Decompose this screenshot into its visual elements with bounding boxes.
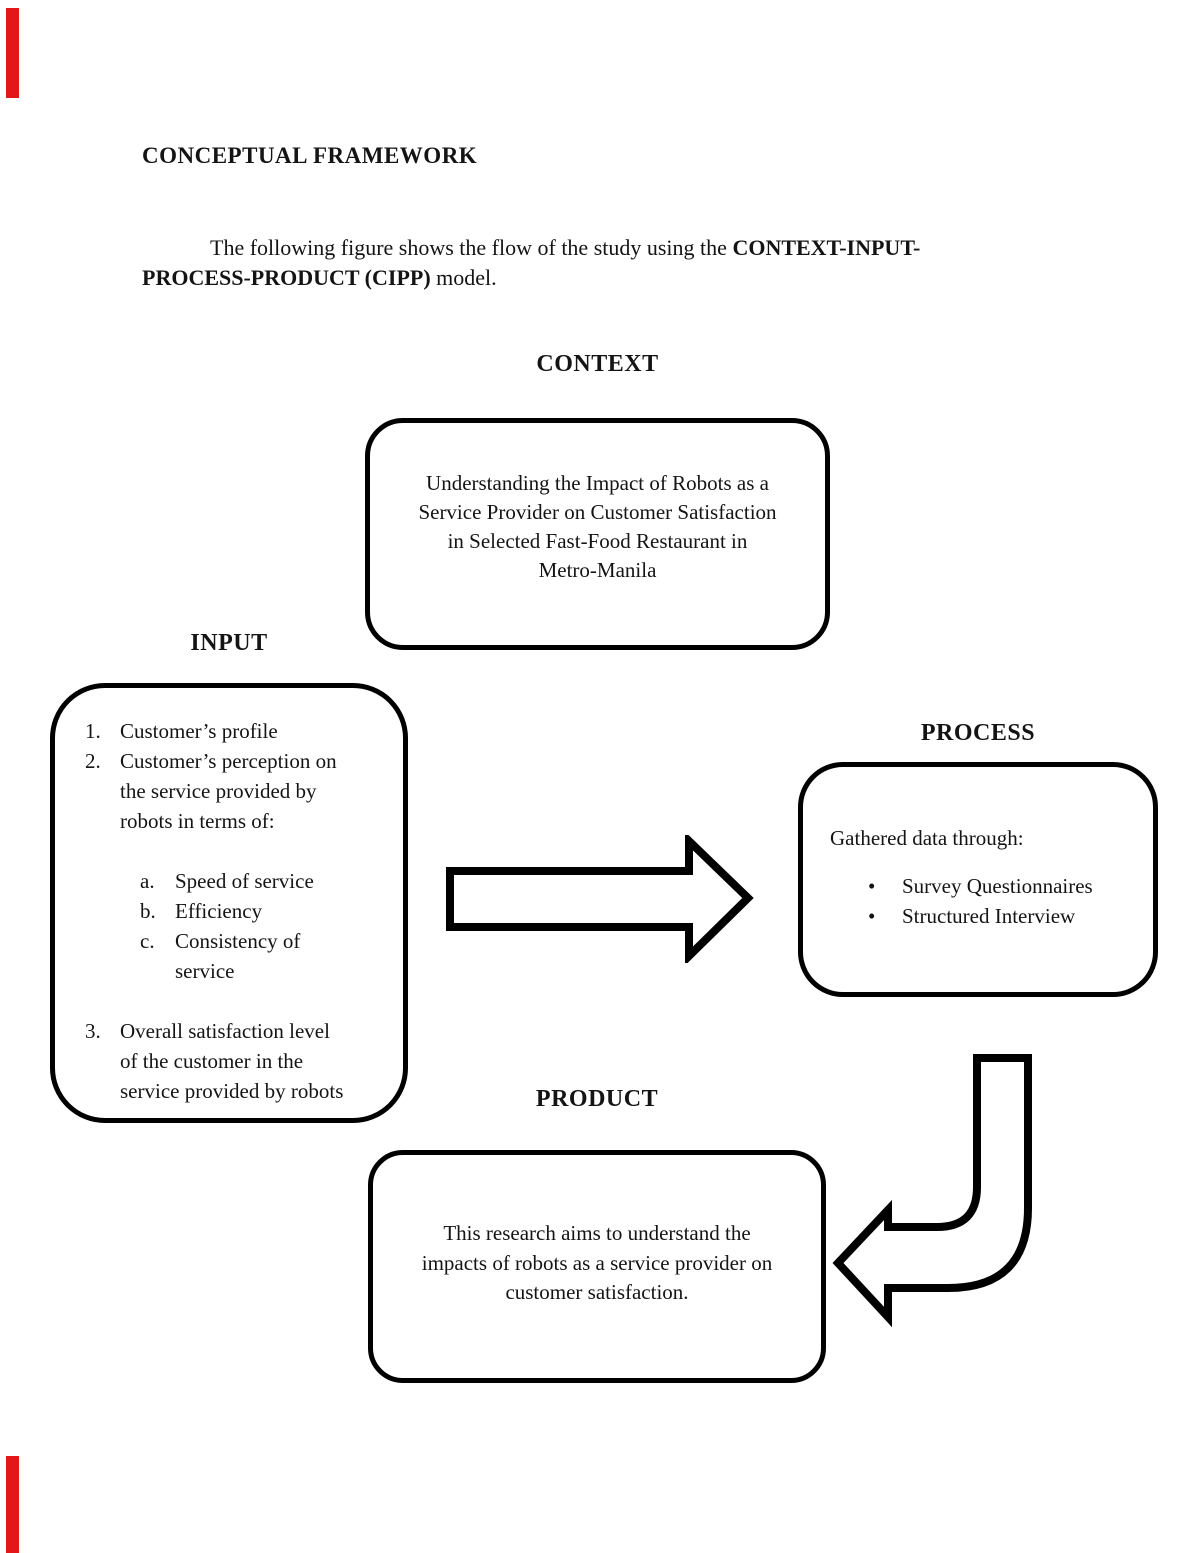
input-sublist-item: b. Efficiency xyxy=(55,896,403,926)
page-title: CONCEPTUAL FRAMEWORK xyxy=(142,143,478,168)
intro-line2-text: model. xyxy=(430,265,497,290)
list-text: service xyxy=(175,959,235,983)
input-list-item: of the customer in the xyxy=(55,1046,403,1076)
product-box-line: customer satisfaction. xyxy=(505,1280,689,1304)
context-box-line: Service Provider on Customer Satisfactio… xyxy=(418,500,777,524)
product-heading: PRODUCT xyxy=(535,1086,659,1112)
context-box-line: Metro-Manila xyxy=(538,558,657,582)
input-sublist-item: service xyxy=(55,956,403,986)
list-text: Efficiency xyxy=(175,899,263,923)
list-text: Customer’s perception on xyxy=(120,749,337,773)
context-box-line: Understanding the Impact of Robots as a xyxy=(426,471,769,495)
intro-line2-bold: PROCESS-PRODUCT (CIPP) xyxy=(142,265,431,290)
input-list-item: the service provided by xyxy=(55,776,403,806)
input-heading: INPUT xyxy=(190,630,268,656)
bullet-text: Structured Interview xyxy=(902,904,1076,928)
flow-arrow-bent-icon xyxy=(832,1054,1032,1328)
list-text: Customer’s profile xyxy=(120,719,278,743)
list-marker: 2. xyxy=(85,749,101,773)
intro-line-1: The following figure shows the flow of t… xyxy=(142,233,1102,263)
input-sublist-item: c. Consistency of xyxy=(55,926,403,956)
list-text: Consistency of xyxy=(175,929,301,953)
process-bullet-list: • Survey Questionnaires • Structured Inter… xyxy=(803,871,1153,931)
product-box-line: This research aims to understand the xyxy=(443,1221,751,1245)
intro-line1-text: The following figure shows the flow of t… xyxy=(210,235,733,260)
left-margin-red-bar-bottom xyxy=(6,1456,19,1553)
context-box-line: in Selected Fast-Food Restaurant in xyxy=(447,529,748,553)
left-margin-red-bar-top xyxy=(6,8,19,98)
intro-line1-bold: CONTEXT-INPUT- xyxy=(732,235,921,260)
input-box: 1. Customer’s profile 2. Customer’s percep… xyxy=(50,683,408,1123)
list-text: robots in terms of: xyxy=(120,809,275,833)
list-text: of the customer in the xyxy=(120,1049,304,1073)
bullet-icon: • xyxy=(868,904,876,928)
input-list-item: 3. Overall satisfaction level xyxy=(55,1016,403,1046)
product-box: This research aims to understand the imp… xyxy=(368,1150,826,1383)
process-heading: PROCESS xyxy=(920,720,1036,746)
list-text: the service provided by xyxy=(120,779,317,803)
process-bullet-item: • Structured Interview xyxy=(803,901,1153,931)
input-list-item: 1. Customer’s profile xyxy=(55,716,403,746)
context-heading: CONTEXT xyxy=(536,351,659,377)
process-box: Gathered data through: • Survey Questionn… xyxy=(798,762,1158,997)
input-sublist-item: a. Speed of service xyxy=(55,866,403,896)
process-bullet-item: • Survey Questionnaires xyxy=(803,871,1153,901)
intro-paragraph: The following figure shows the flow of t… xyxy=(142,233,1102,293)
list-text: service provided by robots xyxy=(120,1079,344,1103)
process-box-intro: Gathered data through: xyxy=(830,826,1024,850)
input-list-item: service provided by robots xyxy=(55,1076,403,1106)
bullet-text: Survey Questionnaires xyxy=(902,874,1093,898)
context-box: Understanding the Impact of Robots as a … xyxy=(365,418,830,650)
list-marker: b. xyxy=(140,899,156,923)
list-marker: 1. xyxy=(85,719,101,743)
flow-arrow-right-icon xyxy=(446,835,754,963)
list-marker: 3. xyxy=(85,1019,101,1043)
list-marker: a. xyxy=(140,869,155,893)
list-text: Overall satisfaction level xyxy=(120,1019,330,1043)
list-marker: c. xyxy=(140,929,155,953)
list-text: Speed of service xyxy=(175,869,314,893)
input-list-item: 2. Customer’s perception on xyxy=(55,746,403,776)
bullet-icon: • xyxy=(868,874,876,898)
product-box-line: impacts of robots as a service provider … xyxy=(421,1250,773,1275)
intro-line-2: PROCESS-PRODUCT (CIPP) model. xyxy=(142,263,1102,293)
input-list-item: robots in terms of: xyxy=(55,806,403,836)
